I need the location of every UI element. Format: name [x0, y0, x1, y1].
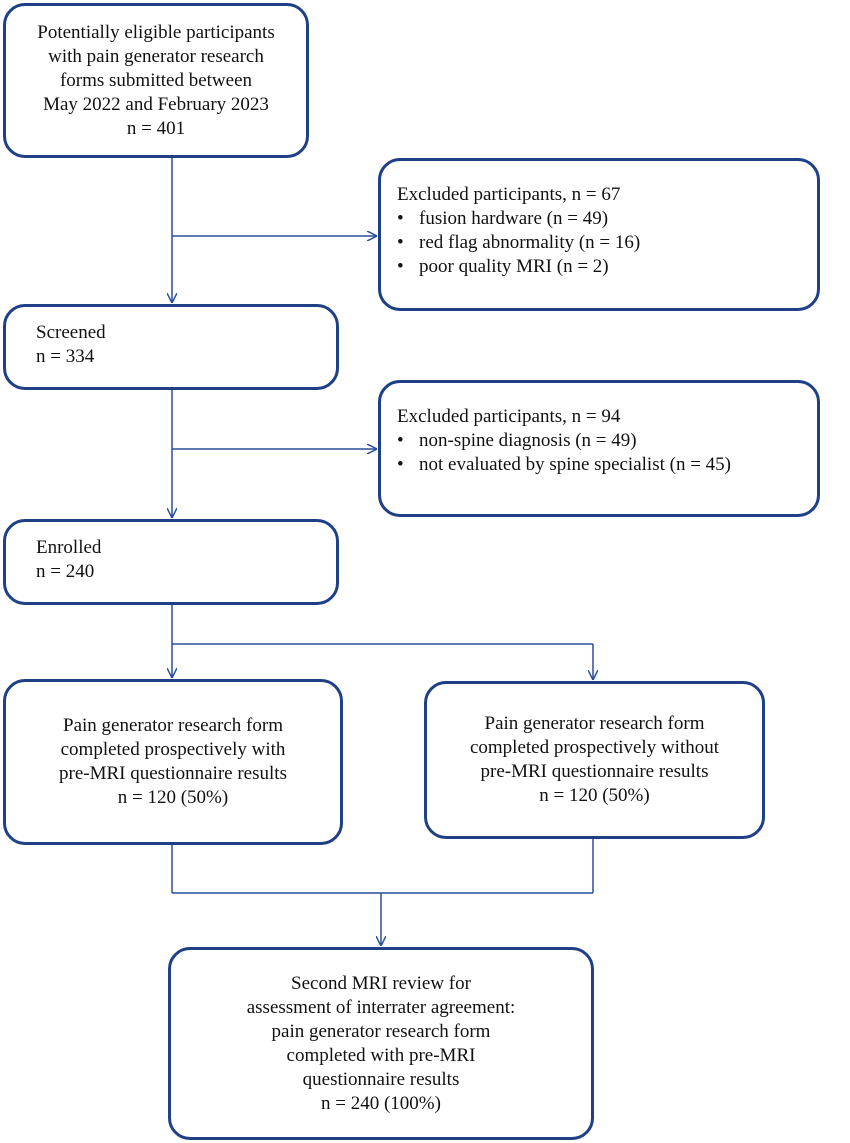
- box-line: Potentially eligible participants: [37, 21, 275, 43]
- box-line: pre-MRI questionnaire results: [480, 761, 709, 782]
- bullet-icon: •: [397, 208, 404, 229]
- box-line: forms submitted between: [59, 69, 253, 91]
- second-mri-review-box: Second MRI review for assessment of inte…: [168, 947, 594, 1140]
- box-line: pre-MRI questionnaire results: [59, 763, 287, 784]
- box-line: n = 240: [36, 561, 95, 582]
- box-line: n = 334: [36, 346, 95, 367]
- box-line: completed prospectively with: [60, 739, 286, 760]
- enrolled-box: Enrolled n = 240: [3, 519, 339, 605]
- box-line: assessment of interrater agreement:: [246, 996, 516, 1018]
- list-item: •non-spine diagnosis (n = 49): [397, 430, 637, 451]
- exclusion-list: •fusion hardware (n = 49) •red flag abno…: [397, 207, 801, 279]
- box-line: with pain generator research: [48, 45, 264, 67]
- bullet-icon: •: [397, 430, 404, 451]
- without-questionnaire-box: Pain generator research form completed p…: [424, 681, 765, 839]
- box-line: pain generator research form: [271, 1020, 491, 1042]
- excluded-participants-box-2: Excluded participants, n = 94 •non-spine…: [378, 380, 820, 517]
- list-item: •not evaluated by spine specialist (n = …: [397, 454, 731, 475]
- bullet-icon: •: [397, 454, 404, 475]
- box-line: completed prospectively without: [469, 737, 720, 758]
- bullet-icon: •: [397, 256, 404, 277]
- excluded-participants-box-1: Excluded participants, n = 67 •fusion ha…: [378, 158, 820, 311]
- box-line: May 2022 and February 2023: [43, 93, 269, 115]
- excluded-title: Excluded participants, n = 67: [397, 184, 621, 205]
- list-item: •red flag abnormality (n = 16): [397, 232, 641, 253]
- excluded-title: Excluded participants, n = 94: [397, 406, 621, 427]
- list-item: •poor quality MRI (n = 2): [397, 256, 609, 277]
- box-line: n = 401: [126, 117, 186, 139]
- box-line: Screened: [36, 322, 106, 343]
- box-line: n = 240 (100%): [321, 1092, 441, 1114]
- eligible-participants-box: Potentially eligible participants with p…: [3, 3, 309, 158]
- exclusion-list: •non-spine diagnosis (n = 49) •not evalu…: [397, 429, 801, 477]
- list-item: •fusion hardware (n = 49): [397, 208, 609, 229]
- box-line: Enrolled: [36, 537, 102, 558]
- screened-box: Screened n = 334: [3, 304, 339, 390]
- box-line: Pain generator research form: [63, 715, 283, 736]
- box-line: n = 120 (50%): [539, 785, 650, 806]
- box-line: n = 120 (50%): [117, 787, 229, 808]
- box-line: Second MRI review for: [291, 972, 471, 994]
- with-questionnaire-box: Pain generator research form completed p…: [3, 679, 343, 845]
- box-line: completed with pre-MRI: [286, 1044, 476, 1066]
- bullet-icon: •: [397, 232, 404, 253]
- box-line: questionnaire results: [302, 1068, 460, 1090]
- box-line: Pain generator research form: [484, 713, 705, 734]
